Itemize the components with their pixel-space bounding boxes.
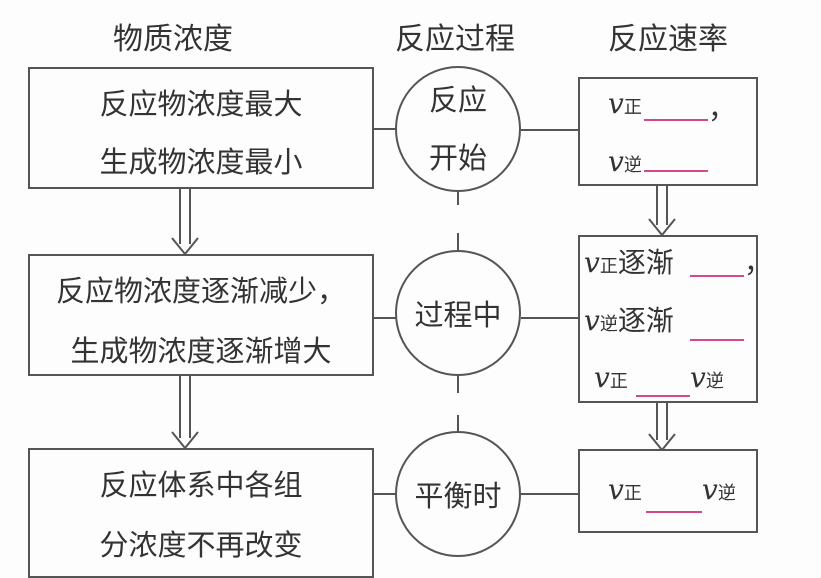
double-arrow-down-icon	[171, 188, 199, 256]
answer-blank[interactable]	[636, 395, 690, 397]
rate-comparison-left: v正	[594, 361, 628, 394]
rate-forward-row: v正逐渐	[584, 241, 674, 281]
header-process: 反应过程	[395, 22, 515, 57]
rate-comparison-right: v逆	[702, 473, 736, 506]
double-arrow-down-icon	[171, 376, 199, 450]
rate-comparison-right: v逆	[690, 361, 724, 394]
rate-symbol: v	[608, 87, 624, 120]
rate-symbol: v	[702, 473, 718, 506]
answer-blank[interactable]	[644, 119, 708, 121]
concentration-process-line-1: 反应物浓度逐渐减少，	[55, 274, 346, 308]
rate-subscript: 正	[609, 371, 628, 392]
concentration-start-line-2: 生成物浓度最小	[99, 145, 303, 179]
answer-blank[interactable]	[690, 275, 744, 277]
rate-box-process: v正逐渐 ， v逆逐渐 v正 v逆	[578, 235, 772, 403]
rate-forward-row: v正	[608, 87, 642, 120]
rate-comparison-left: v正	[608, 473, 642, 506]
connector-line	[521, 317, 579, 319]
timeline-tick	[457, 233, 459, 250]
rate-symbol: v	[690, 361, 706, 394]
timeline-tick	[457, 376, 459, 393]
rate-subscript: 逆	[717, 483, 736, 504]
rate-reverse-row: v逆	[608, 145, 642, 178]
comma: ，	[744, 246, 773, 279]
rate-symbol: v	[584, 304, 600, 337]
process-start-line-1: 反应	[428, 83, 487, 117]
comma: ，	[708, 92, 737, 125]
concentration-equilibrium-line-2: 分浓度不再改变	[99, 528, 303, 562]
timeline-tick	[457, 192, 459, 205]
process-start-line-2: 开始	[428, 141, 487, 175]
rate-symbol: v	[584, 246, 600, 279]
rate-trend-text: 逐渐	[617, 246, 674, 279]
answer-blank[interactable]	[646, 511, 702, 513]
concentration-equilibrium-line-1: 反应体系中各组	[99, 468, 303, 502]
rate-subscript: 正	[623, 483, 642, 504]
process-circle-middle: 过程中	[395, 250, 521, 376]
connector-line	[521, 129, 579, 131]
rate-symbol: v	[594, 361, 610, 394]
process-circle-equilibrium: 平衡时	[395, 431, 521, 557]
double-arrow-down-icon	[648, 402, 676, 452]
process-circle-start: 反应 开始	[395, 66, 521, 192]
answer-blank[interactable]	[644, 170, 708, 172]
rate-symbol: v	[608, 145, 624, 178]
timeline-tick	[457, 415, 459, 431]
header-concentration: 物质浓度	[113, 22, 233, 57]
rate-subscript: 正	[623, 97, 642, 118]
concentration-start-line-1: 反应物浓度最大	[99, 87, 303, 121]
concentration-box-equilibrium: 反应体系中各组 分浓度不再改变	[28, 448, 374, 578]
header-rate: 反应速率	[608, 22, 728, 57]
rate-box-equilibrium: v正 v逆	[578, 449, 758, 533]
rate-subscript: 正	[599, 256, 618, 277]
connector-line	[374, 317, 396, 319]
process-middle-label: 过程中	[414, 298, 502, 332]
rate-subscript: 逆	[623, 155, 642, 176]
rate-reverse-row: v逆逐渐	[584, 299, 674, 339]
connector-line	[521, 493, 579, 495]
rate-trend-text: 逐渐	[617, 304, 674, 337]
concentration-box-start: 反应物浓度最大 生成物浓度最小	[28, 67, 374, 189]
connector-line	[374, 493, 396, 495]
rate-symbol: v	[608, 473, 624, 506]
rate-subscript: 逆	[705, 371, 724, 392]
rate-subscript: 逆	[599, 314, 618, 335]
concentration-box-process: 反应物浓度逐渐减少， 生成物浓度逐渐增大	[28, 254, 374, 376]
answer-blank[interactable]	[690, 339, 744, 341]
connector-line	[374, 128, 396, 130]
double-arrow-down-icon	[648, 185, 676, 237]
rate-box-start: v正 ， v逆	[578, 77, 758, 186]
process-equilibrium-label: 平衡时	[414, 479, 502, 513]
concentration-process-line-2: 生成物浓度逐渐增大	[70, 334, 332, 368]
